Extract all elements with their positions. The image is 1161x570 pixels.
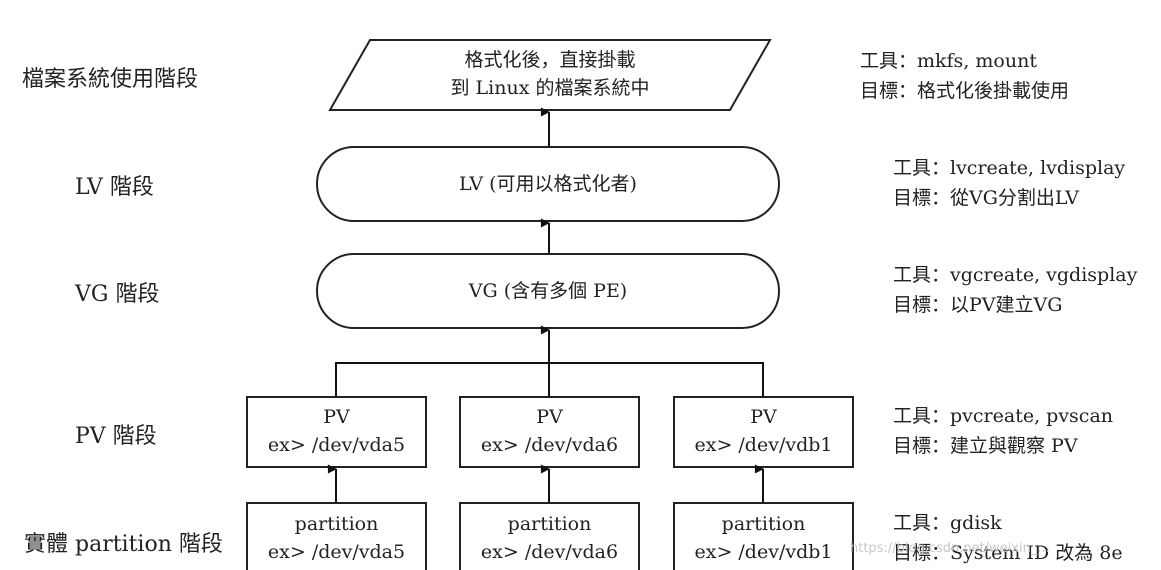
partition-node-text-3: partition ex> /dev/vdb1 (674, 510, 853, 566)
pv-device: ex> /dev/vda6 (480, 434, 619, 456)
pv-node-text-1: PV ex> /dev/vda5 (247, 403, 426, 459)
partition-box-1 (246, 502, 427, 570)
note-vg-goal: 目標：以PV建立VG (893, 294, 1063, 316)
partition-device: ex> /dev/vda6 (480, 541, 619, 563)
note-lv-goal: 目標：從VG分割出LV (893, 187, 1079, 209)
vg-node-text: VG (含有多個 PE) (468, 280, 628, 302)
partition-node-text-2: partition ex> /dev/vda6 (460, 510, 639, 566)
note-filesystem-tool: 工具：mkfs, mount (860, 50, 1037, 72)
pv-label: PV (323, 406, 350, 428)
note-vg-tool: 工具：vgcreate, vgdisplay (893, 264, 1138, 286)
filesystem-node-shape (328, 39, 772, 111)
note-vg: 工具：vgcreate, vgdisplay 目標：以PV建立VG (893, 260, 1137, 320)
stage-label-partition: 實體 partition 階段 (24, 532, 223, 557)
partition-label: partition (294, 513, 379, 535)
note-pv-tool: 工具：pvcreate, pvscan (893, 405, 1114, 427)
partition-device: ex> /dev/vdb1 (694, 541, 833, 563)
filesystem-node-line1: 格式化後，直接掛載 (464, 49, 636, 71)
note-pv: 工具：pvcreate, pvscan 目標：建立與觀察 PV (893, 401, 1113, 461)
watermark: https://blog.csdn.net/weixin_... (850, 541, 1050, 556)
note-filesystem: 工具：mkfs, mount 目標：格式化後掛載使用 (860, 46, 1069, 106)
pv-device: ex> /dev/vda5 (267, 434, 406, 456)
note-lv-tool: 工具：lvcreate, lvdisplay (893, 157, 1126, 179)
note-partition-tool: 工具：gdisk (893, 512, 1002, 534)
note-partition-goal: 目標：System ID 改為 8e (893, 542, 1123, 564)
pv-box-2 (459, 396, 640, 468)
pv-device: ex> /dev/vdb1 (694, 434, 833, 456)
note-lv: 工具：lvcreate, lvdisplay 目標：從VG分割出LV (893, 153, 1125, 213)
pv-label: PV (536, 406, 563, 428)
lv-node-text: LV (可用以格式化者) (459, 173, 637, 195)
filesystem-node-line2: 到 Linux 的檔案系統中 (450, 77, 650, 99)
stage-label-filesystem: 檔案系統使用階段 (22, 67, 199, 92)
note-pv-goal: 目標：建立與觀察 PV (893, 435, 1078, 457)
note-filesystem-goal: 目標：格式化後掛載使用 (860, 80, 1070, 102)
partition-node-text-1: partition ex> /dev/vda5 (247, 510, 426, 566)
filesystem-node-text: 格式化後，直接掛載 到 Linux 的檔案系統中 (330, 46, 770, 102)
pv-label: PV (750, 406, 777, 428)
partition-device: ex> /dev/vda5 (267, 541, 406, 563)
note-partition: 工具：gdisk 目標：System ID 改為 8e (893, 508, 1123, 568)
partition-box-2 (459, 502, 640, 570)
partition-label: partition (721, 513, 806, 535)
stage-label-pv: PV 階段 (75, 424, 157, 449)
partition-label: partition (507, 513, 592, 535)
pv-node-text-3: PV ex> /dev/vdb1 (674, 403, 853, 459)
stage-label-lv: LV 階段 (75, 175, 154, 200)
stage-label-vg: VG 階段 (75, 282, 160, 307)
pv-node-text-2: PV ex> /dev/vda6 (460, 403, 639, 459)
